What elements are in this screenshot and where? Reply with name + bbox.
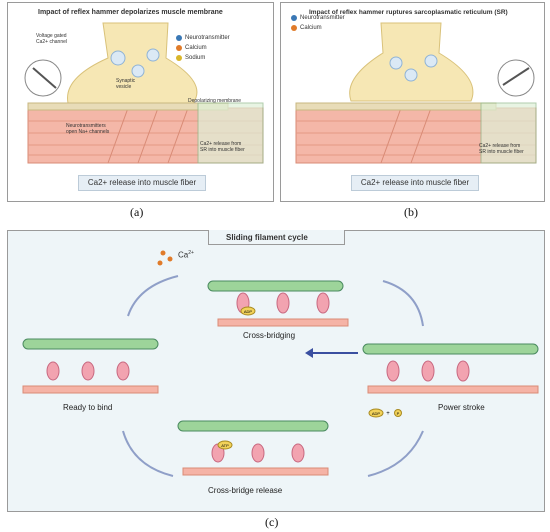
panel-b: Impact of reflex hammer ruptures sarcopl… [280, 2, 545, 202]
legend-calcium-b: Calcium [291, 23, 345, 33]
panel-a-title: Impact of reflex hammer depolarizes musc… [38, 9, 223, 16]
adp-badges: ADP ADP + P ATP [217, 306, 402, 450]
panel-a-legend: Neurotransmitter Calcium Sodium [176, 33, 230, 63]
plus-text: + [386, 411, 390, 417]
cross-bridging-unit [207, 280, 349, 327]
label-depolarizing-membrane: Depolarizing membrane [188, 98, 242, 104]
panel-a-illustration [24, 22, 264, 164]
panel-a-release-bar: Ca2+ release into muscle fiber [78, 175, 206, 191]
sodium-icon [176, 55, 182, 61]
p-text: P [397, 411, 400, 416]
label-synaptic-vesicle: Synaptic vesicle [116, 78, 136, 90]
panel-c-illustration: ADP ADP + P ATP [22, 250, 539, 477]
label-neurotransmitters: Neurotransmitters open Na+ channels [66, 123, 110, 135]
stage-cross-bridge-release: Cross-bridge release [208, 486, 283, 495]
caption-b: (b) [404, 205, 418, 219]
cross-bridge-release-unit [177, 420, 329, 476]
power-stroke-unit [362, 343, 539, 394]
neurotransmitter-icon [176, 35, 182, 41]
panel-b-illustration [295, 22, 537, 164]
calcium-icon [176, 45, 182, 51]
panel-b-legend: Neurotransmitter Calcium [291, 13, 345, 33]
atp-text: ATP [221, 443, 229, 448]
stage-power-stroke: Power stroke [438, 403, 485, 412]
caption-a: (a) [130, 205, 144, 219]
legend-calcium: Calcium [176, 43, 230, 53]
caption-c: (c) [265, 515, 279, 529]
adp-text: ADP [244, 309, 253, 314]
neurotransmitter-icon [291, 15, 297, 21]
label-voltage-gated: Voltage gated Ca2+ channel [36, 33, 67, 45]
panel-a: Impact of reflex hammer depolarizes musc… [7, 2, 274, 202]
panel-b-release-bar: Ca2+ release into muscle fiber [351, 175, 479, 191]
legend-neurotransmitter: Neurotransmitter [176, 33, 230, 43]
panel-c-title-tab [208, 230, 345, 245]
legend-neurotransmitter-b: Neurotransmitter [291, 13, 345, 23]
panel-b-title: Impact of reflex hammer ruptures sarcopl… [309, 9, 508, 16]
calcium-icon [291, 25, 297, 31]
legend-sodium: Sodium [176, 53, 230, 63]
panel-c-title: Sliding filament cycle [226, 233, 308, 242]
adp-free-text: ADP [372, 411, 381, 416]
calcium-ion-label: Ca2+ [178, 250, 194, 260]
panel-c: Sliding filament cycle [7, 230, 545, 512]
label-ca-release-a: Ca2+ release from SR into muscle fiber [200, 141, 245, 153]
label-ca-release-b: Ca2+ release from SR into muscle fiber [479, 143, 524, 155]
stage-cross-bridging: Cross-bridging [243, 331, 296, 340]
stage-ready-to-bind: Ready to bind [63, 403, 113, 412]
ready-to-bind-unit [22, 338, 159, 394]
